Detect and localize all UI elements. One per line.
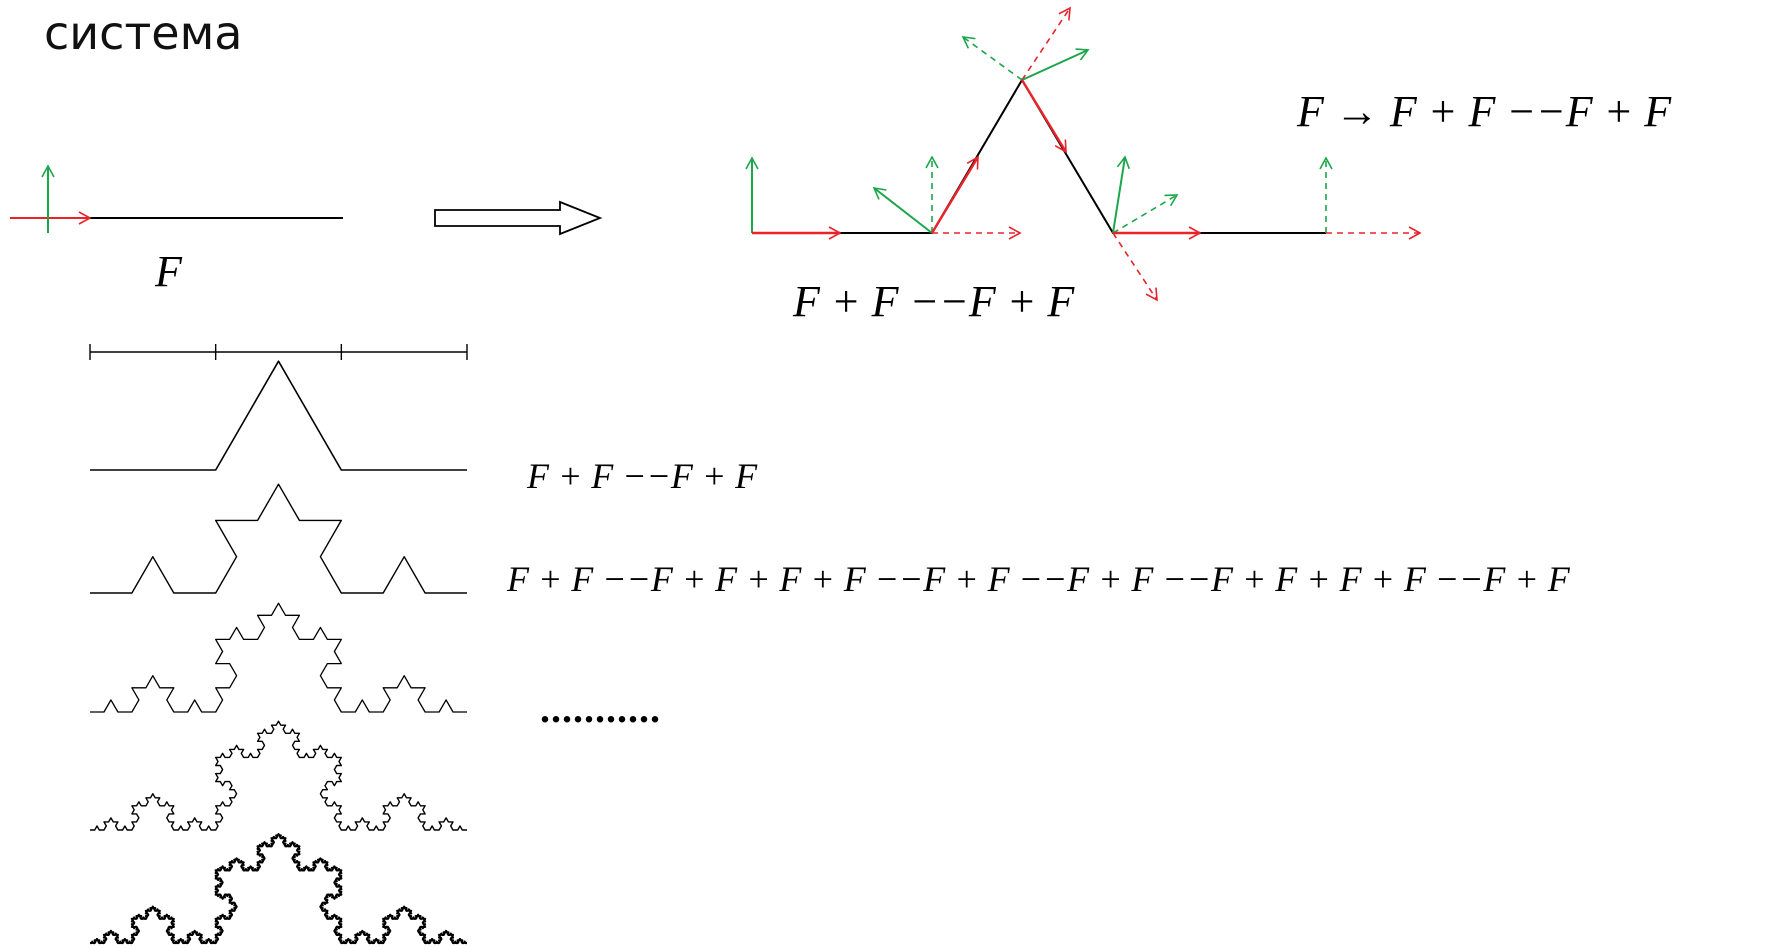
peak-heading-old xyxy=(1021,6,1071,81)
vertex3-heading-old xyxy=(1112,232,1158,302)
koch-iteration-1 xyxy=(90,360,467,471)
vertex1-normal-new xyxy=(872,186,933,234)
first-step-label: F + F −−F + F xyxy=(793,277,1075,326)
continuation-dots: ........... xyxy=(540,686,661,731)
peak-heading-new xyxy=(1020,79,1068,154)
koch-iterations xyxy=(89,344,468,945)
base-segment-group xyxy=(10,164,343,233)
peak-normal-new xyxy=(1021,48,1090,81)
koch-iteration-4 xyxy=(90,720,467,831)
first-step-diagram xyxy=(745,6,1422,302)
iteration-2-string: F + F −−F + F + F + F −−F + F −−F + F −−… xyxy=(507,559,1570,599)
iteration-1-string: F + F −−F + F xyxy=(527,456,758,496)
koch-iteration-3 xyxy=(90,602,467,713)
base-label: F xyxy=(155,247,182,296)
vertex3-normal-old xyxy=(1112,194,1179,234)
vertex3-normal-new xyxy=(1112,155,1130,234)
first-step-path xyxy=(752,78,1326,234)
koch-iteration-5 xyxy=(90,833,467,945)
production-rule: F → F + F −−F + F xyxy=(1297,87,1672,136)
slide-title: система xyxy=(44,6,243,60)
koch-iteration-2 xyxy=(90,483,467,594)
peak-normal-old xyxy=(961,36,1023,81)
vertex1-heading-new xyxy=(930,155,980,234)
production-arrow xyxy=(434,200,603,236)
